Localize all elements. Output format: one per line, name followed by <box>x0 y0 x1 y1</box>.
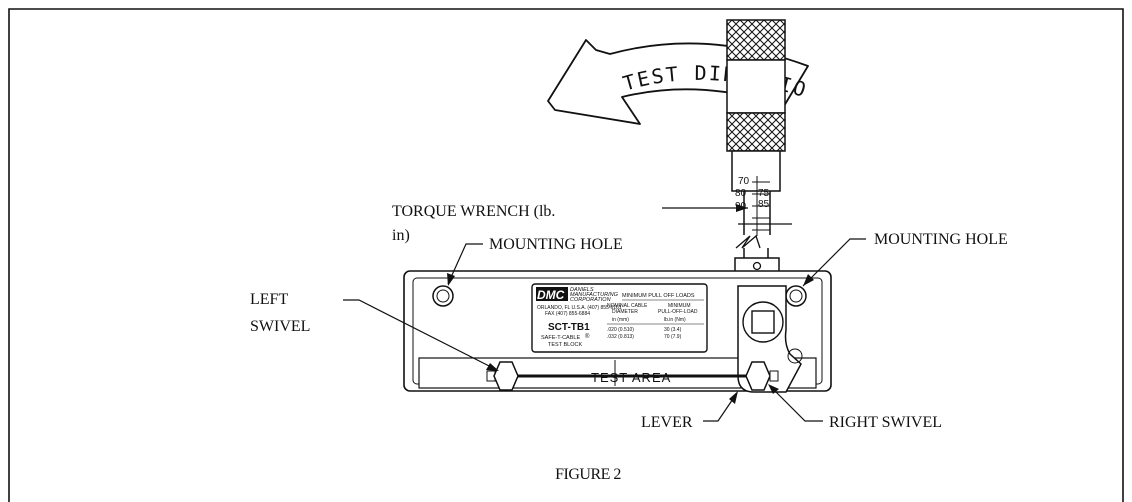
torque-wrench-leader <box>662 204 748 212</box>
load-row-1-load: 30 (3.4) <box>664 327 682 333</box>
lever-label: LEVER <box>641 414 693 431</box>
company-line-3: CORPORATION <box>570 297 611 303</box>
scale-tick-80: 80 <box>735 188 747 199</box>
col2-head1: MINIMUM <box>668 303 691 309</box>
company-line-1: DANIELS <box>570 287 594 293</box>
col1-unit: in (mm) <box>612 317 629 323</box>
figure-caption: FIGURE 2 <box>555 466 621 483</box>
load-row-1-diameter: .020 (0.510) <box>607 327 634 333</box>
figure-frame <box>8 8 1124 502</box>
col1-head2: DIAMETER <box>612 309 638 315</box>
left-swivel-label-2: SWIVEL <box>250 318 310 335</box>
mounting-hole-left-label: MOUNTING HOLE <box>489 236 623 253</box>
wrench-grip-lower <box>726 112 786 152</box>
load-row-2-diameter: .032 (0.813) <box>607 334 634 340</box>
mounting-hole-right <box>785 285 807 307</box>
product-name: SAFE-T-CABLE <box>541 335 580 341</box>
scale-tick-70: 70 <box>738 176 750 187</box>
company-fax: FAX (407) 855-6884 <box>545 311 590 317</box>
left-swivel-leader <box>343 299 499 371</box>
square-drive <box>751 310 775 334</box>
right-swivel-label: RIGHT SWIVEL <box>829 414 942 431</box>
nameplate: DMC DANIELS MANUFACTURING CORPORATION OR… <box>531 283 708 353</box>
mounting-hole-right-leader <box>802 238 866 287</box>
col2-unit: lb.in (Nm) <box>664 317 686 323</box>
torque-wrench: 70 75 80 85 90 <box>726 19 792 289</box>
right-swivel <box>745 361 779 391</box>
torque-wrench-label-1: TORQUE WRENCH (lb. <box>392 203 555 220</box>
left-swivel <box>486 361 519 391</box>
lever-leader <box>703 391 738 422</box>
scale-tick-75: 75 <box>758 188 770 199</box>
registered-mark: ® <box>585 333 590 340</box>
dmc-logo <box>536 287 568 301</box>
mounting-hole-left <box>432 285 454 307</box>
mounting-hole-left-leader <box>447 243 483 286</box>
scale-tick-85: 85 <box>758 199 770 210</box>
col2-head2: PULL-OFF-LOAD <box>658 309 698 315</box>
load-table-title: MINIMUM PULL OFF LOADS <box>622 293 695 299</box>
model-number: SCT-TB1 <box>548 322 590 333</box>
mounting-hole-right-label: MOUNTING HOLE <box>874 231 1008 248</box>
test-direction-arrow: TEST DIRECTION <box>0 0 809 125</box>
company-line-2: MANUFACTURING <box>570 292 619 298</box>
dmc-logo-text: DMC <box>537 288 565 302</box>
load-row-2-load: 70 (7.9) <box>664 334 682 340</box>
torque-wrench-label-2: in) <box>392 227 410 244</box>
col1-head1: NOMINAL CABLE <box>607 303 648 309</box>
company-address: ORLANDO, FL U.S.A. (407) 855-6161 <box>537 305 622 311</box>
wrench-grip-top <box>726 19 786 61</box>
product-subtitle: TEST BLOCK <box>548 342 582 348</box>
left-swivel-label-1: LEFT <box>250 291 288 308</box>
wrench-scale <box>752 176 770 236</box>
right-swivel-leader <box>768 384 823 422</box>
